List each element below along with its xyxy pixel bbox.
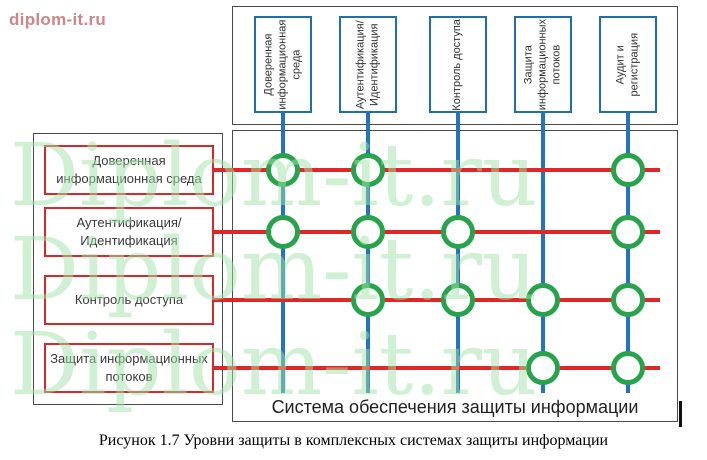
figure-caption: Рисунок 1.7 Уровни защиты в комплексных … — [98, 432, 609, 449]
connection-circle-r1-c0 — [266, 215, 300, 249]
connection-circle-r2-c4 — [611, 283, 645, 317]
top-layer-label: Аудит и регистрация — [614, 32, 640, 97]
text-cursor — [679, 401, 682, 427]
top-layer-box-0: Доверенная информационная среда — [254, 16, 312, 113]
top-layer-label: Контроль доступа — [451, 18, 464, 111]
red-connector-line-3 — [213, 366, 660, 370]
site-logo: diplom-it.ru — [9, 10, 107, 29]
connection-circle-r2-c3 — [526, 283, 560, 317]
red-connector-line-2 — [213, 298, 660, 302]
left-layer-box-3: Защита информационных потоков — [44, 343, 214, 393]
blue-connector-line-1 — [366, 112, 370, 393]
top-layer-box-4: Аудит и регистрация — [599, 16, 657, 113]
connection-circle-r0-c0 — [266, 153, 300, 187]
connection-circle-r1-c4 — [611, 215, 645, 249]
blue-connector-line-2 — [456, 112, 460, 393]
connection-circle-r2-c2 — [441, 283, 475, 317]
connection-circle-r1-c1 — [351, 215, 385, 249]
connection-circle-r3-c4 — [611, 351, 645, 385]
connection-circle-r0-c4 — [611, 153, 645, 187]
red-connector-line-0 — [213, 168, 660, 172]
left-layer-box-1: Аутентификация/ Идентификация — [44, 207, 214, 257]
connection-circle-r0-c1 — [351, 153, 385, 187]
left-layer-label: Защита информационных потоков — [50, 350, 208, 384]
top-layer-box-1: Аутентификация/ Идентификация — [339, 16, 397, 113]
blue-connector-line-4 — [626, 112, 630, 393]
top-layer-box-2: Контроль доступа — [429, 16, 487, 113]
top-layer-label: Доверенная информационная среда — [262, 19, 302, 110]
left-layer-label: Контроль доступа — [74, 291, 184, 307]
matrix-panel: Система обеспечения защиты информации — [232, 130, 678, 422]
connection-circle-r1-c2 — [441, 215, 475, 249]
blue-connector-line-0 — [281, 112, 285, 393]
left-layer-label: Аутентификация/ Идентификация — [76, 214, 182, 248]
left-layer-box-0: Доверенная информационная среда — [44, 145, 214, 195]
red-connector-line-1 — [213, 230, 660, 234]
top-layer-label: Аутентификация/ Идентификация — [354, 20, 380, 109]
system-label: Система обеспечения защиты информации — [271, 397, 639, 417]
top-layer-label: Защита информационных потоков — [522, 18, 562, 111]
connection-circle-r2-c1 — [351, 283, 385, 317]
blue-connector-line-3 — [541, 112, 545, 393]
left-layer-box-2: Контроль доступа — [44, 275, 214, 325]
left-layer-label: Доверенная информационная среда — [56, 152, 202, 186]
top-layer-box-3: Защита информационных потоков — [514, 16, 572, 113]
connection-circle-r3-c3 — [526, 351, 560, 385]
